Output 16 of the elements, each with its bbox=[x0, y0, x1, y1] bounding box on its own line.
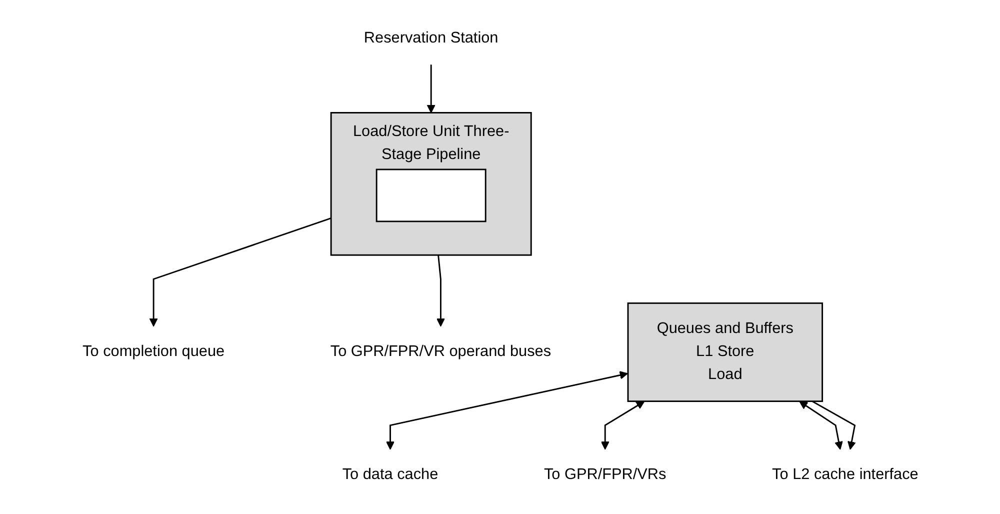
node-text: To GPR/FPR/VRs bbox=[544, 466, 666, 484]
node-box bbox=[375, 168, 486, 222]
node-text: To data cache bbox=[342, 466, 438, 484]
arrow bbox=[811, 400, 856, 450]
arrow bbox=[798, 401, 842, 450]
node-text: Reservation Station bbox=[363, 30, 498, 46]
arrow bbox=[426, 64, 435, 114]
arrow bbox=[148, 218, 331, 327]
node-text: To completion queue bbox=[82, 344, 224, 360]
arrow bbox=[436, 255, 444, 327]
node-text: To GPR/FPR/VR operand buses bbox=[330, 344, 551, 360]
arrow bbox=[600, 401, 644, 450]
node-text: To L2 cache interface bbox=[772, 466, 918, 484]
cluster: Load/Store Unit Three-Stage Pipeline bbox=[330, 112, 532, 256]
node-box: Queues and Buffers L1 Store Load bbox=[626, 302, 823, 402]
arrow bbox=[386, 371, 628, 450]
